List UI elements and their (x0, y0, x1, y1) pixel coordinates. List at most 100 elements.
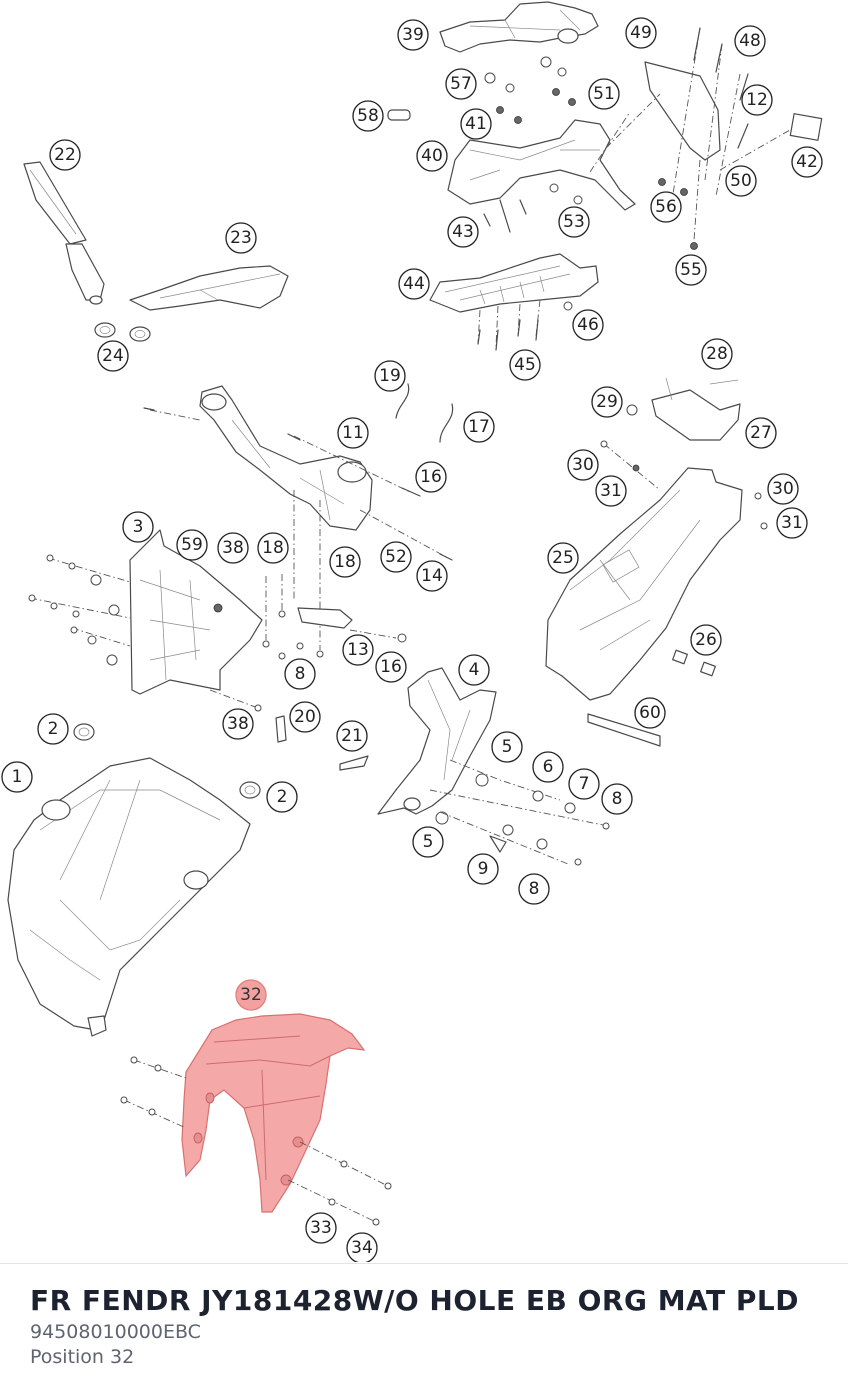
svg-text:11: 11 (342, 423, 364, 443)
callout-45[interactable]: 45 (509, 349, 541, 381)
svg-text:50: 50 (730, 171, 752, 191)
callout-23[interactable]: 23 (225, 222, 257, 254)
callout-8b[interactable]: 8 (601, 783, 633, 815)
rear-tray-44 (429, 253, 599, 351)
callout-34[interactable]: 34 (346, 1232, 378, 1262)
callout-6[interactable]: 6 (532, 751, 564, 783)
callout-7[interactable]: 7 (568, 768, 600, 800)
callout-11[interactable]: 11 (337, 417, 369, 449)
callout-51[interactable]: 51 (588, 78, 620, 110)
callout-57[interactable]: 57 (445, 68, 477, 100)
front-fender-32-highlighted[interactable] (181, 1013, 366, 1213)
grommets-2 (73, 723, 261, 799)
callout-38a[interactable]: 38 (217, 532, 249, 564)
rear-splash-guard-25 (545, 377, 768, 747)
svg-text:3: 3 (133, 517, 144, 537)
svg-text:8: 8 (529, 879, 540, 899)
svg-text:16: 16 (380, 657, 402, 677)
callout-32-highlighted[interactable]: 32 (235, 979, 267, 1011)
callout-30b[interactable]: 30 (767, 473, 799, 505)
callout-43[interactable]: 43 (447, 216, 479, 248)
hose-17 (439, 403, 454, 443)
washers-24 (94, 322, 151, 342)
callout-5b[interactable]: 5 (412, 826, 444, 858)
svg-text:17: 17 (468, 417, 490, 437)
callout-24[interactable]: 24 (97, 340, 129, 372)
fender-bolts (120, 1056, 392, 1226)
callout-38b[interactable]: 38 (222, 708, 254, 740)
front-frame-4 (377, 667, 610, 866)
callout-48[interactable]: 48 (734, 25, 766, 57)
callout-8a[interactable]: 8 (284, 658, 316, 690)
callout-27[interactable]: 27 (745, 417, 777, 449)
callout-59[interactable]: 59 (176, 529, 208, 561)
callout-29[interactable]: 29 (591, 386, 623, 418)
callout-22[interactable]: 22 (49, 139, 81, 171)
small-brackets-18 (209, 574, 407, 771)
callout-18b[interactable]: 18 (329, 546, 361, 578)
callout-2b[interactable]: 2 (266, 781, 298, 813)
callout-8c[interactable]: 8 (518, 873, 550, 905)
callout-13[interactable]: 13 (342, 634, 374, 666)
callout-3[interactable]: 3 (122, 511, 154, 543)
callout-25[interactable]: 25 (547, 542, 579, 574)
callout-31b[interactable]: 31 (776, 507, 808, 539)
callout-31a[interactable]: 31 (595, 475, 627, 507)
callout-44[interactable]: 44 (398, 268, 430, 300)
svg-text:27: 27 (750, 423, 772, 443)
callout-33[interactable]: 33 (305, 1212, 337, 1244)
callout-12[interactable]: 12 (741, 84, 773, 116)
callout-58[interactable]: 58 (352, 100, 384, 132)
svg-text:28: 28 (706, 344, 728, 364)
callout-5a[interactable]: 5 (491, 731, 523, 763)
callout-19[interactable]: 19 (374, 360, 406, 392)
callout-1[interactable]: 1 (1, 761, 33, 793)
callout-14[interactable]: 14 (416, 560, 448, 592)
callout-46[interactable]: 46 (572, 309, 604, 341)
handguard-23 (129, 265, 289, 311)
headlight-mount-3 (28, 529, 263, 695)
callout-26[interactable]: 26 (690, 624, 722, 656)
callout-18a[interactable]: 18 (257, 532, 289, 564)
callout-16b[interactable]: 16 (375, 651, 407, 683)
callout-28[interactable]: 28 (701, 338, 733, 370)
callout-53[interactable]: 53 (558, 206, 590, 238)
callout-42[interactable]: 42 (791, 146, 823, 178)
headlight-bracket-11 (143, 385, 453, 650)
svg-text:30: 30 (772, 479, 794, 499)
callout-40[interactable]: 40 (416, 140, 448, 172)
svg-text:9: 9 (478, 859, 489, 879)
svg-text:56: 56 (655, 197, 677, 217)
callout-4[interactable]: 4 (458, 654, 490, 686)
callout-56[interactable]: 56 (650, 191, 682, 223)
svg-text:39: 39 (402, 25, 424, 45)
callout-16a[interactable]: 16 (415, 461, 447, 493)
svg-text:20: 20 (294, 707, 316, 727)
svg-text:12: 12 (746, 90, 768, 110)
callout-41[interactable]: 41 (460, 108, 492, 140)
svg-text:33: 33 (310, 1218, 332, 1238)
rear-subframe-40 (447, 93, 661, 233)
callout-9[interactable]: 9 (467, 853, 499, 885)
callout-49[interactable]: 49 (625, 17, 657, 49)
callout-50[interactable]: 50 (725, 165, 757, 197)
callout-2a[interactable]: 2 (37, 713, 69, 745)
part-position: Position 32 (30, 1346, 135, 1368)
svg-text:44: 44 (403, 274, 425, 294)
callout-17[interactable]: 17 (463, 411, 495, 443)
svg-text:40: 40 (421, 146, 443, 166)
svg-text:43: 43 (452, 222, 474, 242)
svg-text:8: 8 (295, 664, 306, 684)
svg-text:31: 31 (600, 481, 622, 501)
callout-30a[interactable]: 30 (567, 449, 599, 481)
callout-20[interactable]: 20 (289, 701, 321, 733)
svg-text:24: 24 (102, 346, 124, 366)
callout-60[interactable]: 60 (634, 697, 666, 729)
callout-39[interactable]: 39 (397, 19, 429, 51)
svg-text:2: 2 (48, 719, 59, 739)
callout-52[interactable]: 52 (380, 541, 412, 573)
svg-text:5: 5 (423, 832, 434, 852)
callout-55[interactable]: 55 (675, 254, 707, 286)
callout-21[interactable]: 21 (336, 720, 368, 752)
mirror-22 (23, 161, 105, 305)
